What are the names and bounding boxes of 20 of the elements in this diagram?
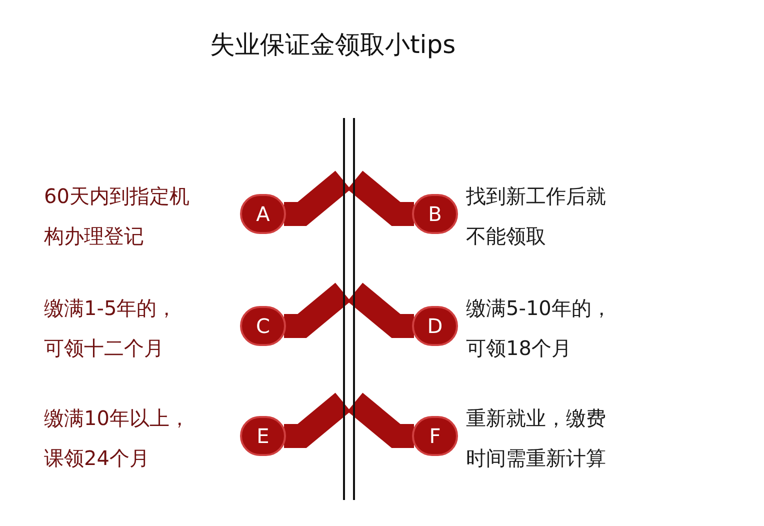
ribbon-connector [284,282,351,338]
description-text: 缴满5-10年的，可领18个月 [466,295,612,362]
ribbon-connector [284,170,351,226]
letter-badge: B [412,194,458,234]
double-line-trunk [343,118,355,500]
description-text: 重新就业，缴费时间需重新计算 [466,405,607,472]
title: 失业保证金领取小tips [210,29,456,61]
description-text: 60天内到指定机构办理登记 [44,183,190,250]
ribbon-connector [284,392,351,448]
letter-badge: E [240,416,286,456]
ribbon-connector [347,170,414,226]
letter-badge: D [412,306,458,346]
description-text: 缴满10年以上，课领24个月 [44,405,190,472]
ribbon-connector [347,282,414,338]
description-text: 缴满1-5年的，可领十二个月 [44,295,178,362]
letter-badge: C [240,306,286,346]
letter-badge: A [240,194,286,234]
ribbon-connector [347,392,414,448]
description-text: 找到新工作后就不能领取 [466,183,607,250]
letter-badge: F [412,416,458,456]
